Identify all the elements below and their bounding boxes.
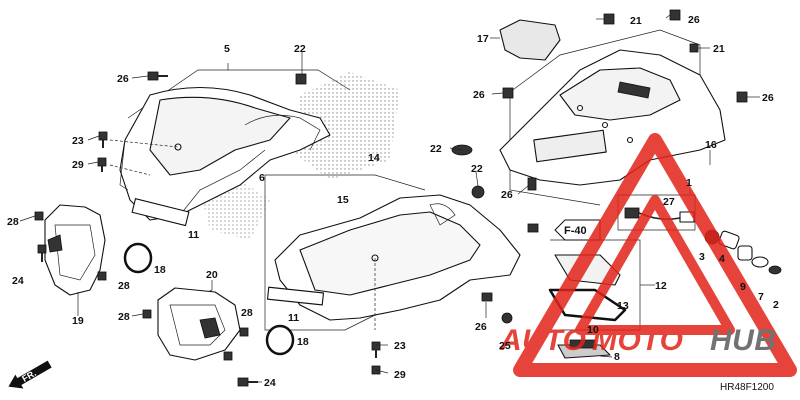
callout-numbers: 1 2 3 4 5 6 7 8 9 10 11 11 12 13 14 15 1… xyxy=(7,14,779,389)
ring-part-18-right xyxy=(265,324,295,356)
leader-lines xyxy=(19,14,760,383)
front-arrow: FR. xyxy=(8,360,52,389)
callout-26-left: 26 xyxy=(117,73,129,85)
watermark-auto: AUTO xyxy=(499,324,586,357)
callout-10: 10 xyxy=(587,324,599,336)
callout-20: 20 xyxy=(206,269,218,281)
callout-22-center: 22 xyxy=(430,143,442,155)
callout-19: 19 xyxy=(72,315,84,327)
watermark-triangle-icon xyxy=(513,133,797,377)
callout-23-right: 23 xyxy=(394,340,406,352)
callout-18-right: 18 xyxy=(297,336,309,348)
callout-28-right: 28 xyxy=(241,307,253,319)
callout-4: 4 xyxy=(719,253,725,265)
callout-16: 16 xyxy=(705,139,717,151)
automotohub-watermark: AUTO MOTO HUB xyxy=(499,133,797,377)
callout-26-top: 26 xyxy=(688,14,700,26)
callout-26-right: 26 xyxy=(762,92,774,104)
callout-28-top: 28 xyxy=(7,216,19,228)
callout-7: 7 xyxy=(758,291,764,303)
callout-29-right: 29 xyxy=(394,369,406,381)
callout-24-left: 24 xyxy=(12,275,24,287)
callout-14: 14 xyxy=(368,152,380,164)
callout-9: 9 xyxy=(740,281,746,293)
diagram-code: HR48F1200 xyxy=(720,382,774,393)
stipple-area-left xyxy=(290,72,400,180)
callout-2: 2 xyxy=(773,299,779,311)
callout-17: 17 xyxy=(477,33,489,45)
callout-11-left: 11 xyxy=(188,229,199,241)
watermark-hub: HUB xyxy=(710,324,777,357)
callout-22-left: 22 xyxy=(294,43,306,55)
callout-21-right: 21 xyxy=(713,43,725,55)
callout-22-right: 22 xyxy=(471,163,483,175)
callout-13: 13 xyxy=(617,300,629,312)
callout-25: 25 xyxy=(499,340,511,352)
callout-18-left: 18 xyxy=(154,264,166,276)
callout-15: 15 xyxy=(337,194,349,206)
callout-29-left: 29 xyxy=(72,159,84,171)
callout-23-left: 23 xyxy=(72,135,84,147)
callout-8: 8 xyxy=(614,351,620,363)
callout-11-center: 11 xyxy=(288,312,299,324)
bracket-part-19 xyxy=(44,204,106,296)
callout-6: 6 xyxy=(259,172,265,184)
callout-26-bottom: 26 xyxy=(475,321,487,333)
front-fender-part xyxy=(109,63,351,227)
section-ref-text: F-40 xyxy=(564,225,587,237)
watermark-moto: MOTO xyxy=(592,324,683,357)
callout-3: 3 xyxy=(699,251,705,263)
callout-26-rear: 26 xyxy=(473,89,485,101)
cover-part-17 xyxy=(499,19,561,61)
callout-27: 27 xyxy=(663,196,675,208)
callout-21-top: 21 xyxy=(630,15,642,27)
callout-28-mid: 28 xyxy=(118,280,130,292)
ring-part-18-left xyxy=(123,242,153,274)
callout-28-low: 28 xyxy=(118,311,130,323)
center-panel-part xyxy=(264,174,521,331)
callout-12: 12 xyxy=(655,280,667,292)
callout-5: 5 xyxy=(224,43,230,55)
callout-1: 1 xyxy=(686,177,692,189)
callout-24-right: 24 xyxy=(264,377,276,389)
bracket-part-20 xyxy=(157,280,241,361)
callout-26-mid: 26 xyxy=(501,189,513,201)
